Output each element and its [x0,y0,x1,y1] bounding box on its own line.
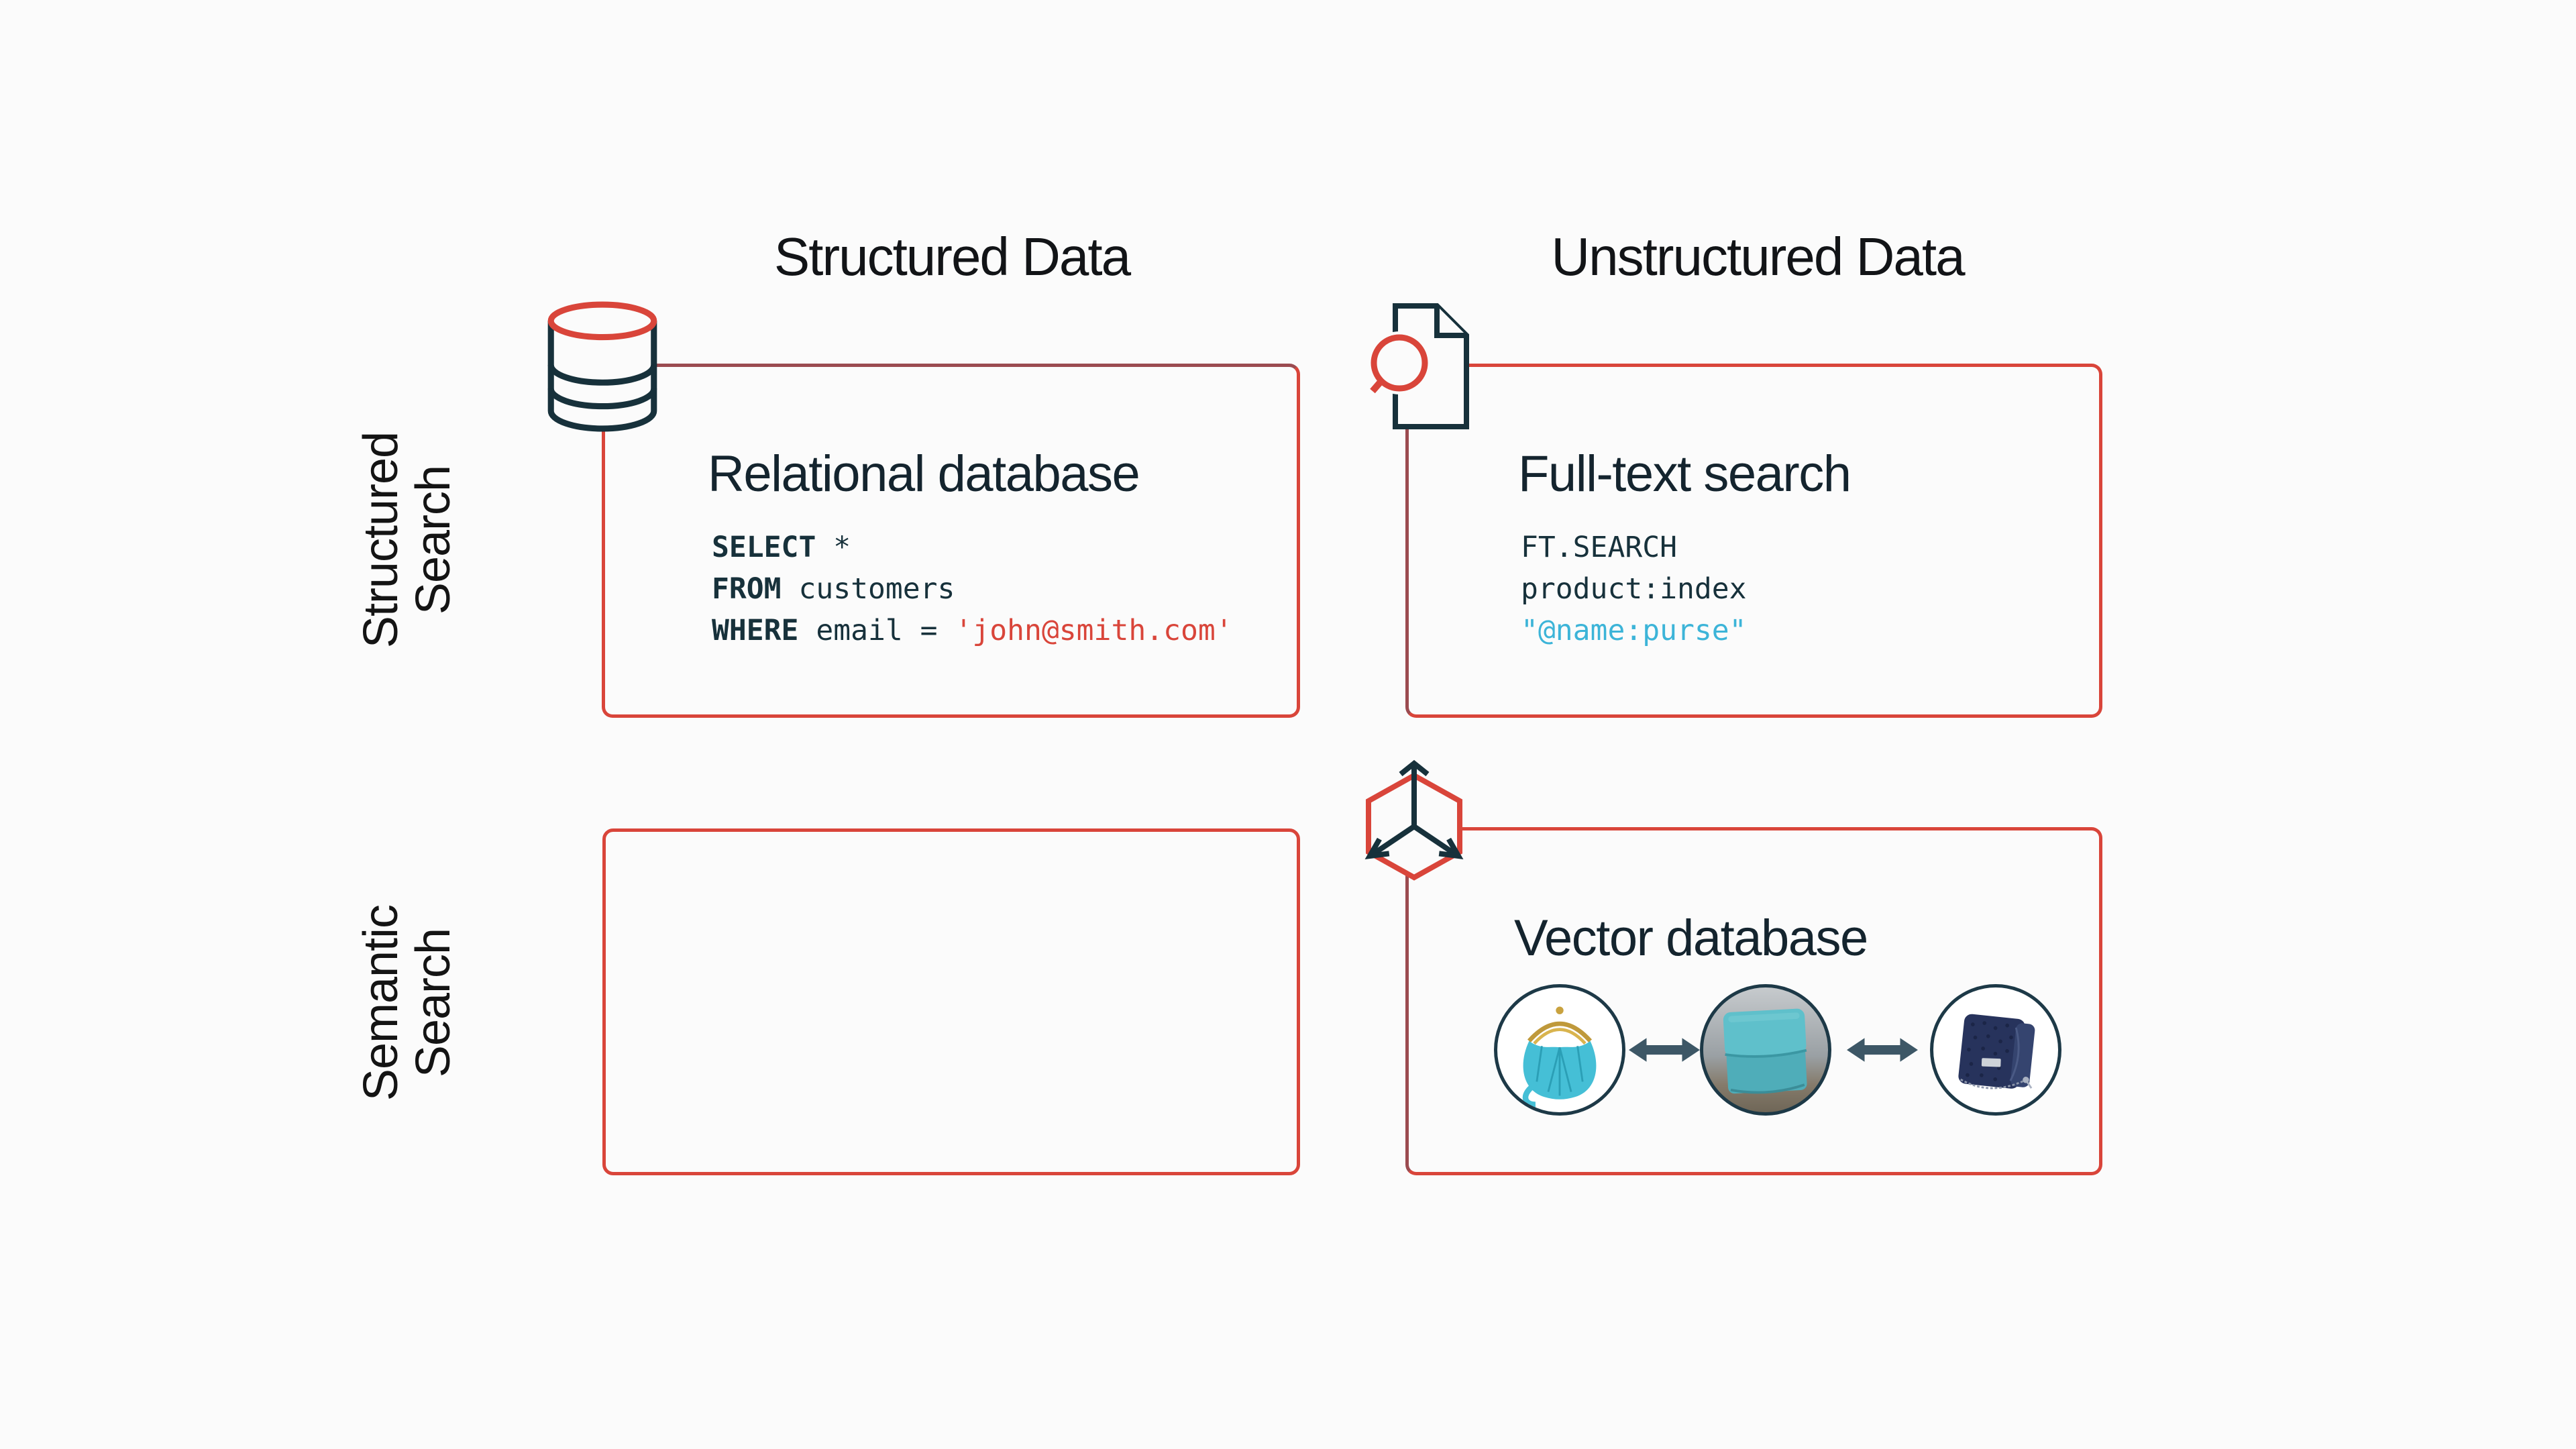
quadrant-full-text-search: Full-text search FT.SEARCH product:index "… [1405,364,2102,718]
product-image-teal-leather-wallet [1700,984,1831,1116]
row-label-line: Semantic [354,904,409,1102]
double-headed-arrow-icon [1847,1035,1918,1065]
sql-text: email = [798,614,955,647]
sql-string-literal: 'john@smith.com' [955,614,1233,647]
navy-textured-wallet-illustration [1958,1014,2035,1089]
database-cylinder-icon [545,301,660,433]
row-label-semantic-search: Semantic Search [347,828,468,1177]
row-label-line: Structured [354,431,409,649]
quadrant-relational-database: Relational database SELECT * FROM custome… [602,364,1300,718]
product-image-navy-textured-wallet [1930,984,2061,1116]
sql-keyword: FROM [712,572,782,606]
quadrant-vector-database: Vector database [1405,827,2102,1175]
fulltext-command: FT.SEARCH [1521,531,1677,564]
double-arrow-glyph [1847,1038,1918,1062]
product-image-teal-clutch-purse [1494,984,1625,1116]
double-headed-arrow-icon [1629,1035,1700,1065]
teal-leather-wallet-illustration [1723,1008,1807,1094]
teal-clutch-purse-illustration [1522,1006,1597,1108]
column-title-structured-data: Structured Data [773,227,1131,286]
sql-keyword: SELECT [712,531,816,564]
quadrant-title: Relational database [708,445,1140,502]
quadrant-title: Vector database [1514,910,1868,967]
fulltext-query: "@name:purse" [1521,614,1747,647]
fulltext-code-block: FT.SEARCH product:index "@name:purse" [1521,527,1747,651]
fulltext-index: product:index [1521,572,1747,606]
row-label-structured-search: Structured Search [347,366,468,714]
quadrant-title: Full-text search [1518,445,1851,502]
sql-text: * [816,531,851,564]
double-arrow-glyph [1629,1038,1700,1062]
vector-cube-axes-icon [1354,754,1474,895]
sql-text: customers [781,572,955,606]
row-label-line: Search [407,928,460,1078]
row-label-line: Search [407,465,460,615]
column-title-unstructured-data: Unstructured Data [1551,227,1965,286]
quadrant-empty [602,828,1300,1175]
sql-keyword: WHERE [712,614,799,647]
document-search-icon [1367,299,1474,433]
